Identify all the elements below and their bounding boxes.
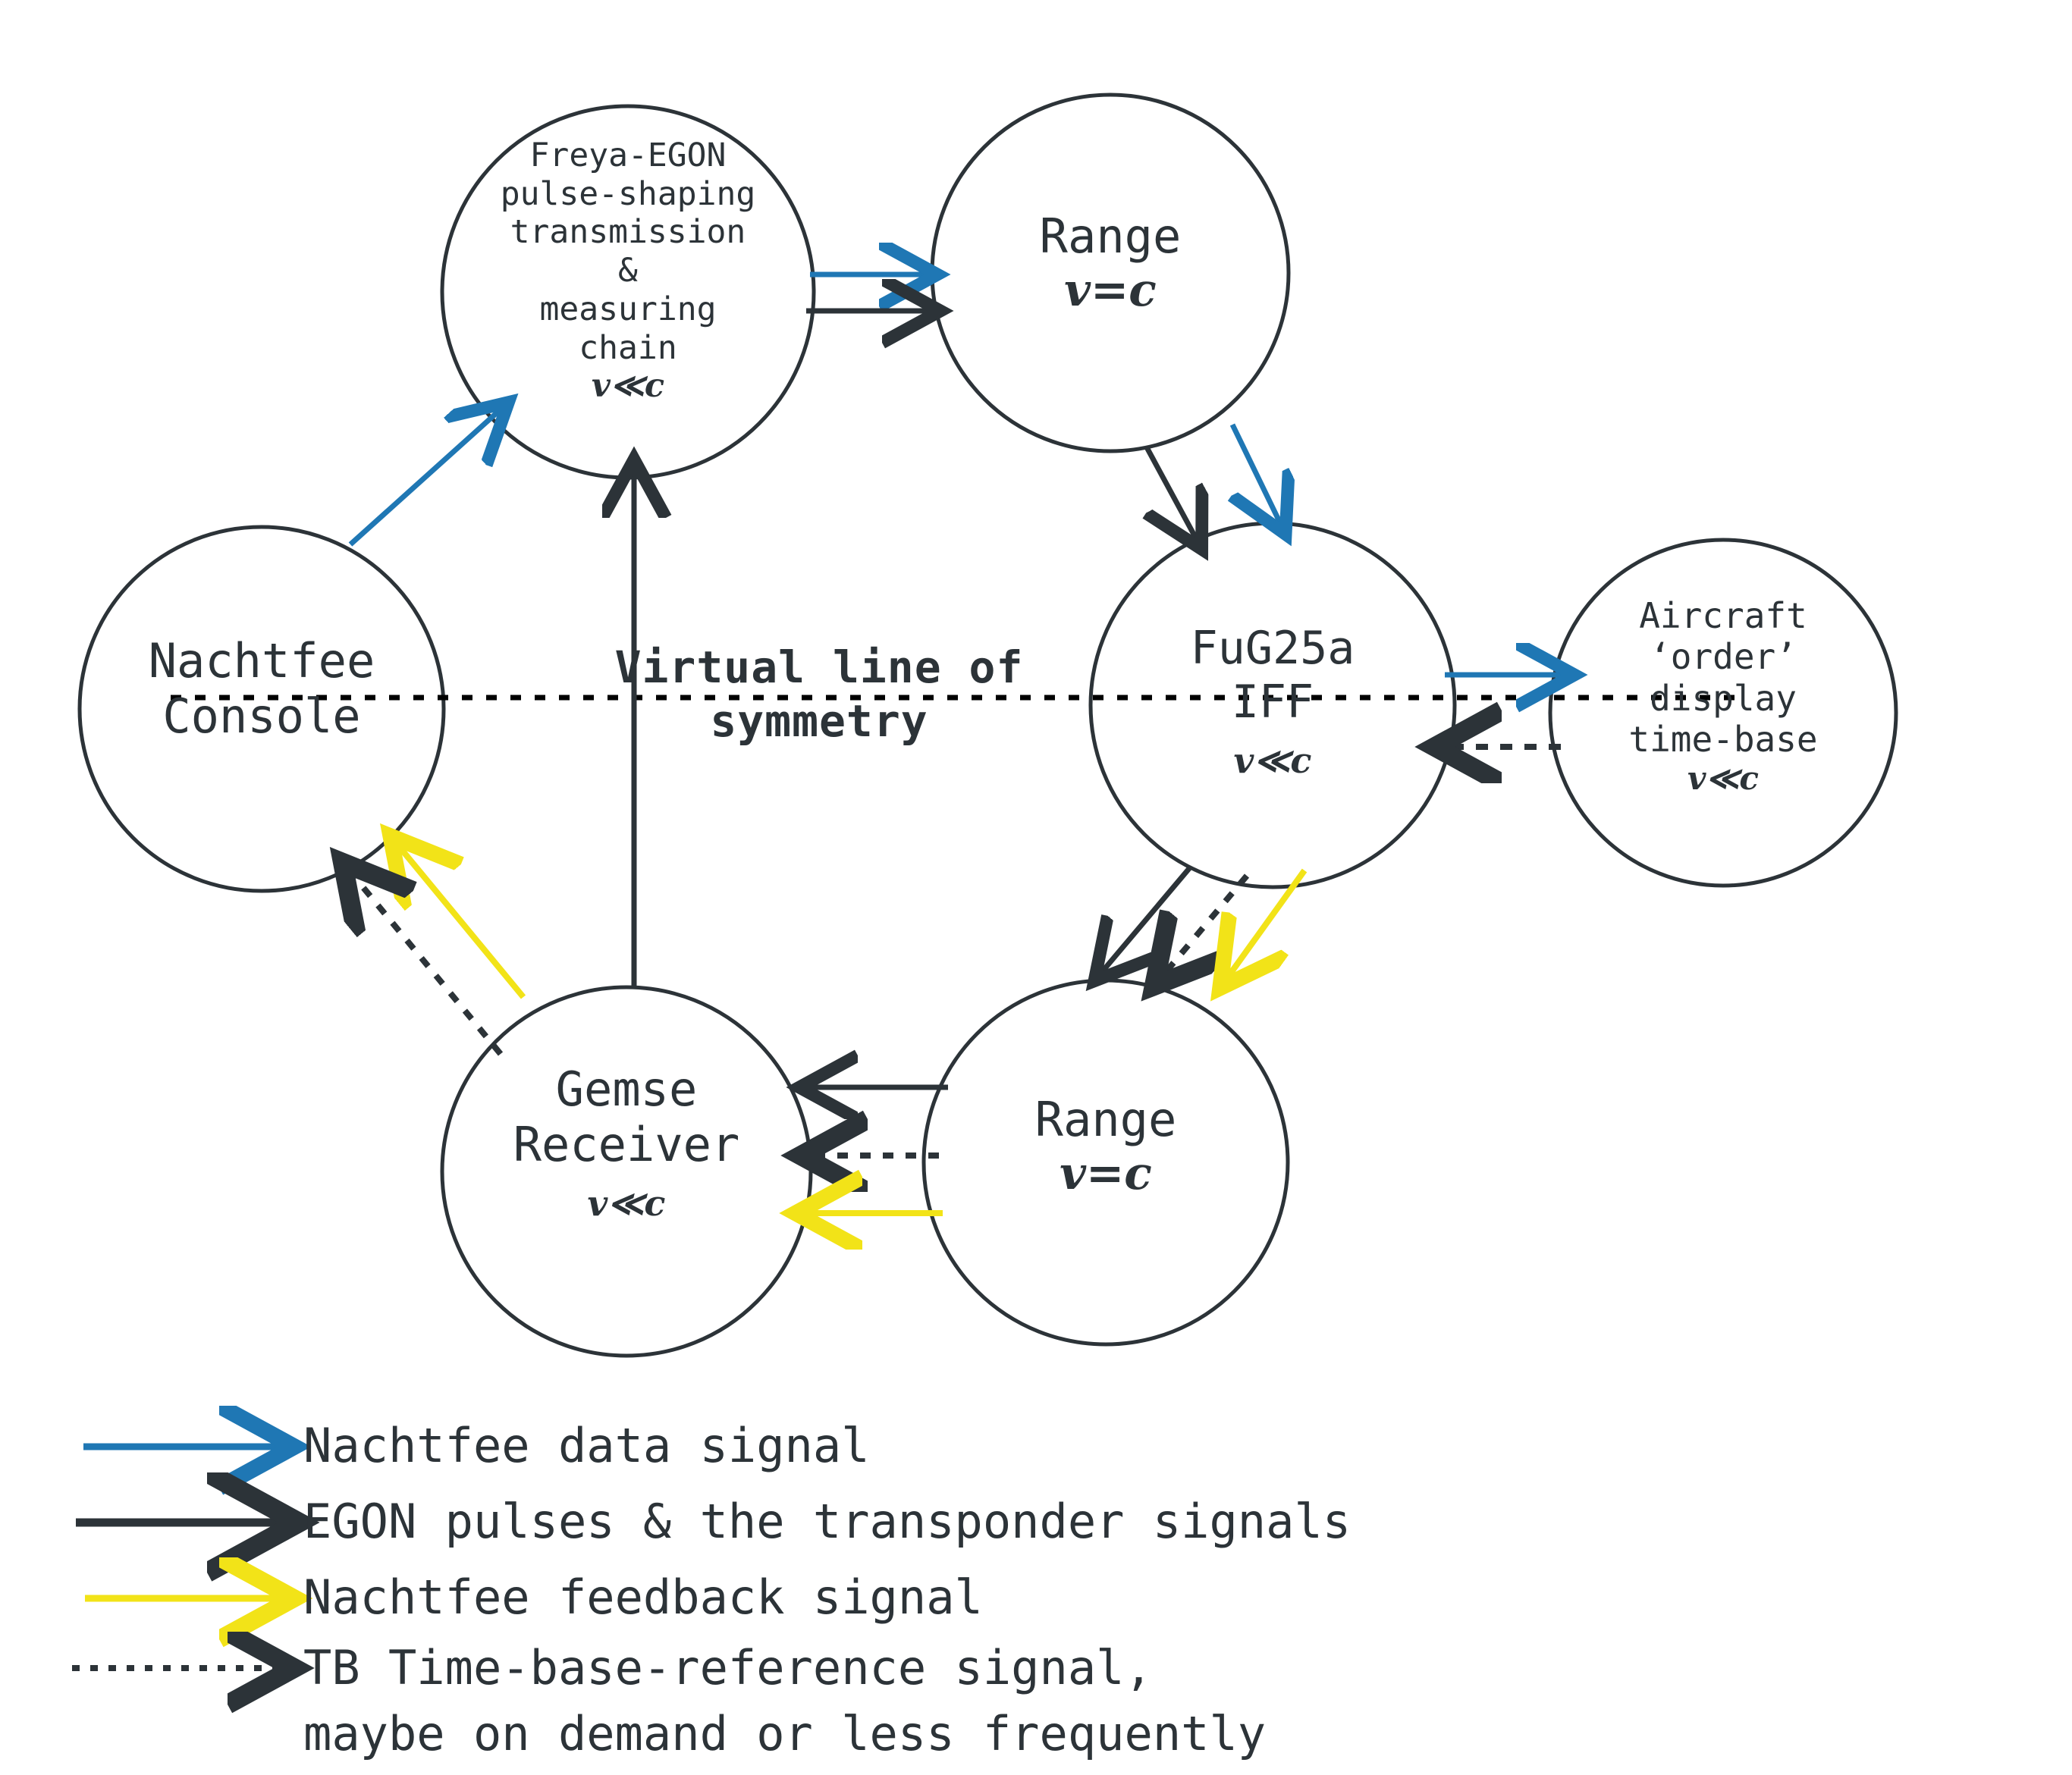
node-circle-freya-egon[interactable]: [440, 104, 816, 480]
edge-gemse-to-console-timebase: [350, 872, 504, 1056]
legend-samples: [72, 1447, 282, 1668]
edge-fug25a-to-rangebottom-yellow: [1227, 868, 1308, 978]
edge-console-to-freya-blue: [348, 409, 501, 547]
symmetry-caption-line1: Virtual line of: [614, 641, 1024, 693]
legend-label-time-base-reference-line2: maybe on demand or less frequently: [303, 1706, 1267, 1761]
node-circle-aircraft-display[interactable]: [1548, 538, 1898, 888]
edge-fug25a-to-rangebottom-timebase: [1162, 873, 1250, 977]
edge-gemse-to-console-yellow: [398, 845, 526, 999]
symmetry-caption: Virtual line of symmetry: [531, 641, 1107, 748]
legend-label-nachtfee-data: Nachtfee data signal: [303, 1418, 870, 1473]
node-circle-range-top[interactable]: [930, 93, 1291, 453]
symmetry-caption-line2: symmetry: [710, 695, 928, 747]
edge-rangetop-to-fug25a-black: [1147, 446, 1197, 540]
node-circle-nachtfee-console[interactable]: [77, 525, 446, 893]
edge-fug25a-to-rangebottom-black: [1101, 864, 1193, 973]
node-circle-range-bottom[interactable]: [921, 978, 1290, 1347]
legend-label-time-base-reference: TB Time-base-reference signal,: [303, 1640, 1153, 1695]
legend-label-nachtfee-feedback: Nachtfee feedback signal: [303, 1570, 983, 1625]
node-circle-gemse-receiver[interactable]: [440, 985, 813, 1358]
edge-rangetop-to-fug25a-blue: [1232, 423, 1281, 525]
node-circle-fug25a-iff[interactable]: [1088, 521, 1457, 889]
legend-label-egon-pulses: EGON pulses & the transponder signals: [303, 1494, 1352, 1549]
